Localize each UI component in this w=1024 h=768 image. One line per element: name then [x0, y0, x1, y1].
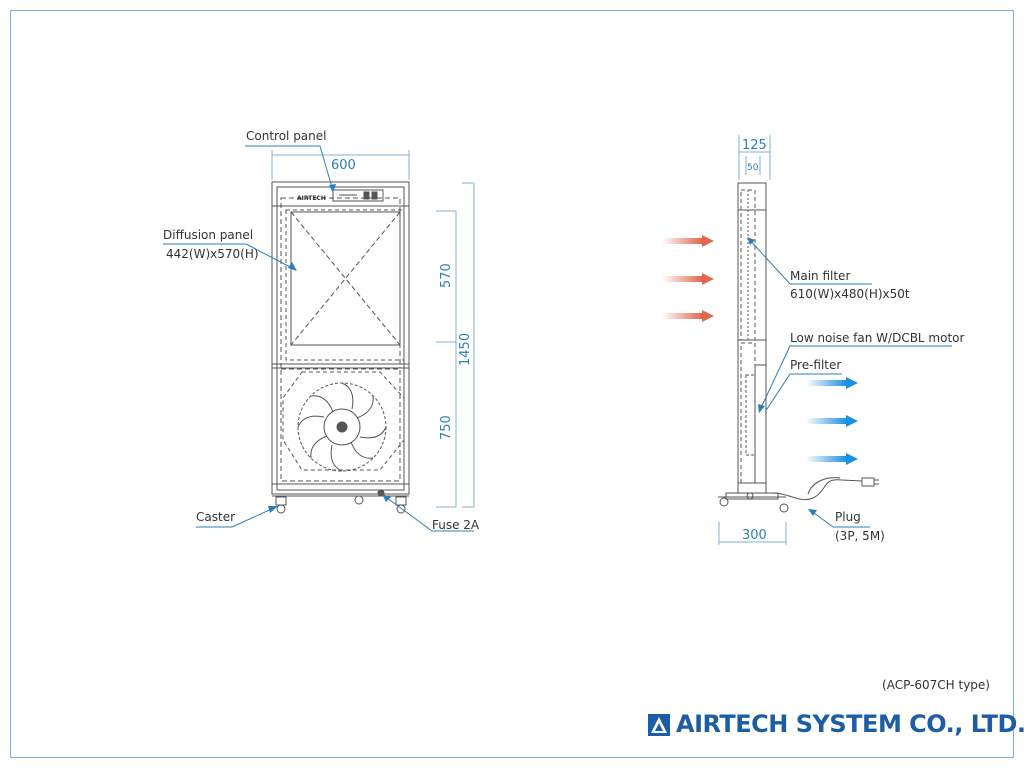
total-height-dimension: 1450: [458, 333, 473, 366]
caster-label: Caster: [196, 510, 235, 524]
main-filter-outline: [740, 189, 756, 341]
front-outer-frame: [271, 181, 410, 495]
upper-height-dimension: 570: [439, 263, 454, 288]
side-leaders: [747, 237, 952, 528]
power-cord: [769, 479, 863, 501]
fan-hub: [323, 408, 361, 446]
diffusion-panel-outline: [285, 209, 405, 361]
depth-dimension: 125: [742, 138, 767, 153]
intake-arrow: [662, 273, 714, 285]
lower-height-dimension: 750: [439, 415, 454, 440]
front-leader-arrowheads: [268, 184, 391, 513]
control-panel-strip: [332, 189, 384, 202]
plug-label: Plug: [835, 510, 861, 524]
main-filter-size: 610(W)x480(H)x50t: [790, 287, 910, 301]
fan-label: Low noise fan W/DCBL motor: [790, 331, 965, 345]
caster-left: [275, 496, 287, 506]
front-view: [271, 181, 410, 514]
diffusion-panel-size: 442(W)x570(H): [166, 247, 259, 261]
outlet-arrows: [806, 377, 858, 465]
outlet-arrow: [806, 377, 858, 389]
side-leader-arrowheads: [747, 237, 817, 516]
fan-blades: [297, 382, 387, 472]
diffusion-panel: [290, 211, 401, 346]
width-dimension: 600: [331, 158, 356, 173]
fuse-label: Fuse 2A: [432, 518, 480, 532]
unit-brand-text: AIRTECH: [297, 195, 326, 202]
front-dimensions: [271, 150, 475, 508]
front-leaders: [163, 145, 474, 532]
control-panel-label: Control panel: [246, 129, 326, 143]
fan-section-side: [754, 364, 767, 484]
outlet-arrow: [806, 453, 858, 465]
side-view: [718, 182, 879, 513]
outlet-arrow: [806, 415, 858, 427]
side-caster-left: [719, 497, 729, 507]
company-block: AIRTECH SYSTEM CO., LTD.: [648, 710, 1024, 742]
side-outer-frame: [737, 182, 767, 494]
drawing-frame: [10, 10, 1014, 758]
plug-spec: (3P, 5M): [835, 529, 885, 543]
caster-wheel-right: [396, 504, 406, 514]
side-dimensions: [718, 135, 787, 545]
company-logo-icon: [648, 714, 670, 736]
intake-arrow: [662, 310, 714, 322]
pre-filter-label: Pre-filter: [790, 358, 841, 372]
intake-arrow: [662, 235, 714, 247]
model-note: (ACP-607CH type): [882, 678, 990, 692]
side-caster-right: [779, 503, 789, 513]
diffusion-panel-label: Diffusion panel: [163, 228, 253, 242]
caster-wheel-mid: [354, 495, 364, 505]
filter-thickness-dimension: 50: [747, 163, 759, 173]
intake-arrows: [662, 235, 714, 322]
fan-housing: [282, 371, 405, 471]
main-filter-label: Main filter: [790, 269, 850, 283]
plug-body: [861, 477, 875, 487]
company-name: AIRTECH SYSTEM CO., LTD.: [676, 710, 1024, 738]
caster-wheel-left: [276, 504, 286, 514]
base-depth-dimension: 300: [742, 528, 767, 543]
caster-right: [395, 496, 407, 506]
